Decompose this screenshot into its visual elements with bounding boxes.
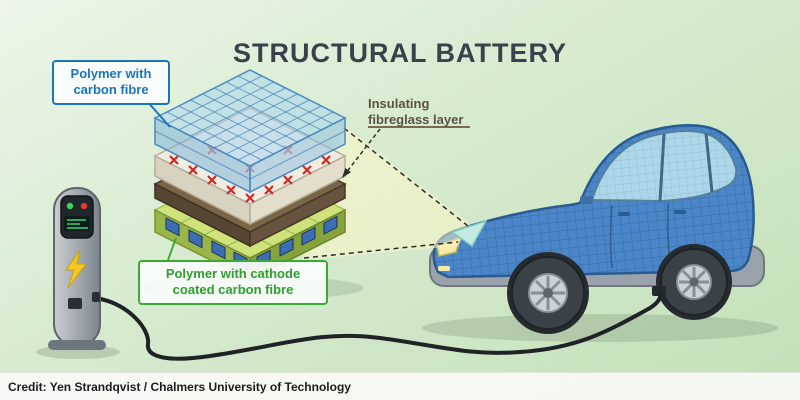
label-leader-lines — [145, 99, 470, 261]
station-outlet — [68, 298, 82, 309]
charging-cable — [94, 290, 663, 361]
arrowhead-icon — [342, 168, 351, 178]
car-door-handle-front — [618, 212, 630, 216]
projection-dashed-lines — [303, 127, 469, 259]
car-mirror — [580, 196, 593, 204]
label-insulating-fibreglass: Insulating fibreglass layer — [368, 96, 464, 128]
cable-socket — [92, 292, 100, 302]
label-polymer-carbon-fibre: Polymer with carbon fibre — [52, 60, 170, 105]
display-text-lines — [67, 219, 88, 229]
car-door-line-front — [609, 204, 613, 269]
carbon-weave-grid — [154, 75, 346, 180]
car-b-pillar — [658, 133, 666, 202]
car-door-handle-rear — [674, 210, 686, 214]
car-c-pillar — [704, 132, 714, 193]
page-title: STRUCTURAL BATTERY — [233, 38, 567, 68]
charging-station — [48, 187, 106, 350]
car-foglight — [438, 266, 450, 271]
label-polymer-cathode: Polymer with cathode coated carbon fibre — [138, 260, 328, 305]
credit-bar: Credit: Yen Strandqvist / Chalmers Unive… — [0, 372, 800, 400]
lightning-bolt-icon — [65, 249, 87, 289]
car-windows-mesh — [592, 131, 737, 201]
battery-layer-carbon-fibre — [153, 69, 347, 194]
station-base — [48, 340, 106, 350]
battery-stack — [153, 69, 347, 282]
car-wheel-rear — [656, 244, 732, 320]
credit-text: Credit: Yen Strandqvist / Chalmers Unive… — [8, 379, 351, 394]
hood-highlight — [450, 219, 488, 248]
status-light-green — [66, 202, 74, 210]
car-illustration — [429, 124, 765, 334]
status-light-red — [80, 202, 88, 210]
car-wheel-front — [507, 252, 589, 334]
